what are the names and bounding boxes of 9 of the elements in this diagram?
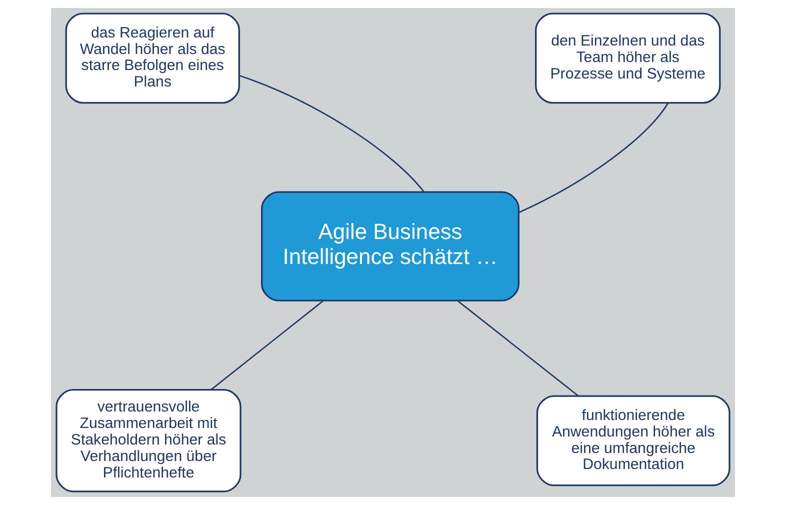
node-box: vertrauensvolle Zusammenarbeit mit Stakeholdern höher als Verhandlungen über Pflichtenhefte bbox=[55, 389, 241, 492]
connector bbox=[457, 300, 578, 396]
connector bbox=[210, 300, 323, 390]
node-box: funktionierende Anwendungen höher als eine umfangreiche Dokumentation bbox=[536, 395, 730, 486]
node-box: das Reagieren auf Wandel höher als das starre Befolgen eines Plans bbox=[64, 12, 240, 104]
node-box: den Einzelnen und das Team höher als Prozesse und Systeme bbox=[534, 12, 720, 104]
connector bbox=[238, 75, 424, 192]
connector bbox=[518, 102, 668, 214]
node-box: Agile Business Intelligence schätzt … bbox=[260, 191, 519, 302]
